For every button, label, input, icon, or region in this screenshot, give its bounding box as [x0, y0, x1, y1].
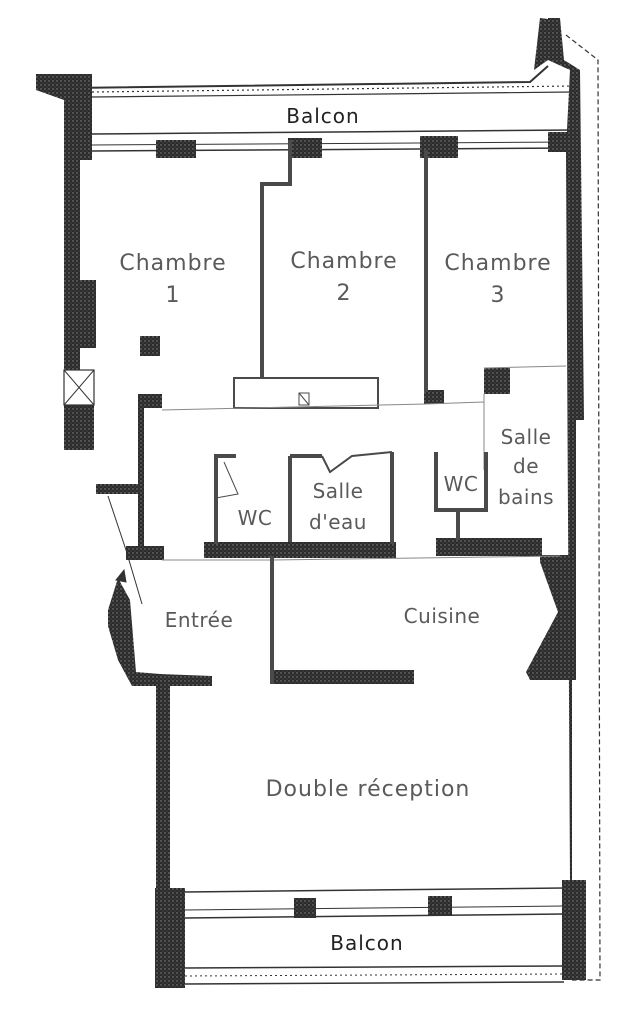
label-chambre-2: Chambre [290, 249, 397, 274]
label-salle-de-bains-2: de [513, 454, 539, 478]
label-salle-d-eau-1: Salle [313, 479, 364, 503]
label-salle-de-bains-1: Salle [501, 425, 552, 449]
interior-partitions [107, 140, 567, 684]
label-balcon-bottom: Balcon [330, 931, 403, 955]
label-wc-left: WC [238, 506, 273, 530]
label-chambre-2-number: 2 [337, 281, 352, 306]
label-entree: Entrée [165, 608, 234, 632]
label-chambre-1: Chambre [119, 251, 226, 276]
label-cuisine: Cuisine [404, 604, 481, 628]
label-salle-d-eau-2: d'eau [309, 510, 367, 534]
label-double-reception: Double réception [266, 777, 471, 802]
label-wc-right: WC [444, 472, 479, 496]
label-balcon-top: Balcon [286, 104, 359, 128]
label-chambre-1-number: 1 [166, 283, 181, 308]
exterior-walls [36, 18, 601, 988]
label-salle-de-bains-3: bains [498, 485, 554, 509]
label-chambre-3: Chambre [444, 251, 551, 276]
label-chambre-3-number: 3 [491, 283, 506, 308]
